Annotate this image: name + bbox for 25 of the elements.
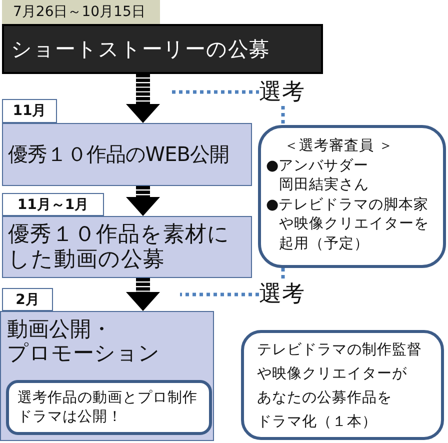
dotted-line [281, 268, 285, 281]
info-panel: テレビドラマの制作監督や映像クリエイターがあなたの公募作品をドラマ化（１本） [241, 330, 444, 440]
dotted-line [281, 106, 285, 125]
block-arrow [126, 278, 160, 311]
bullet-item: ●アンバサダー [266, 156, 370, 176]
note-box: 選考作品の動画とプロ制作ドラマは公開！ [6, 380, 212, 434]
stage-box: ショートストーリーの公募 [2, 24, 323, 74]
info-panel [258, 125, 446, 268]
stage-box: 優秀１０作品のWEB公開 [2, 123, 252, 186]
block-arrow [126, 74, 160, 123]
step-label: 選考 [259, 281, 305, 308]
date-tab: 2月 [2, 288, 53, 311]
person-name: 岡田結実さん [278, 176, 370, 195]
dotted-line [180, 292, 259, 296]
stage-box: 優秀１０作品を素材にした動画の公募 [2, 216, 252, 278]
date-tab: 11月～1月 [2, 193, 104, 216]
date-tab: 7月26日～10月15日 [2, 0, 160, 24]
dotted-line [172, 90, 259, 94]
step-label: 選考 [259, 79, 305, 106]
box-heading: 動画公開・プロモーション [7, 317, 161, 365]
bullet-item: ●テレビドラマの脚本家や映像クリエイターを起用（予定） [266, 196, 429, 254]
block-arrow [126, 186, 160, 216]
stage-box [0, 311, 214, 441]
date-tab: 11月 [2, 99, 57, 123]
panel-heading: ＜選考審査員 ＞ [283, 137, 395, 156]
